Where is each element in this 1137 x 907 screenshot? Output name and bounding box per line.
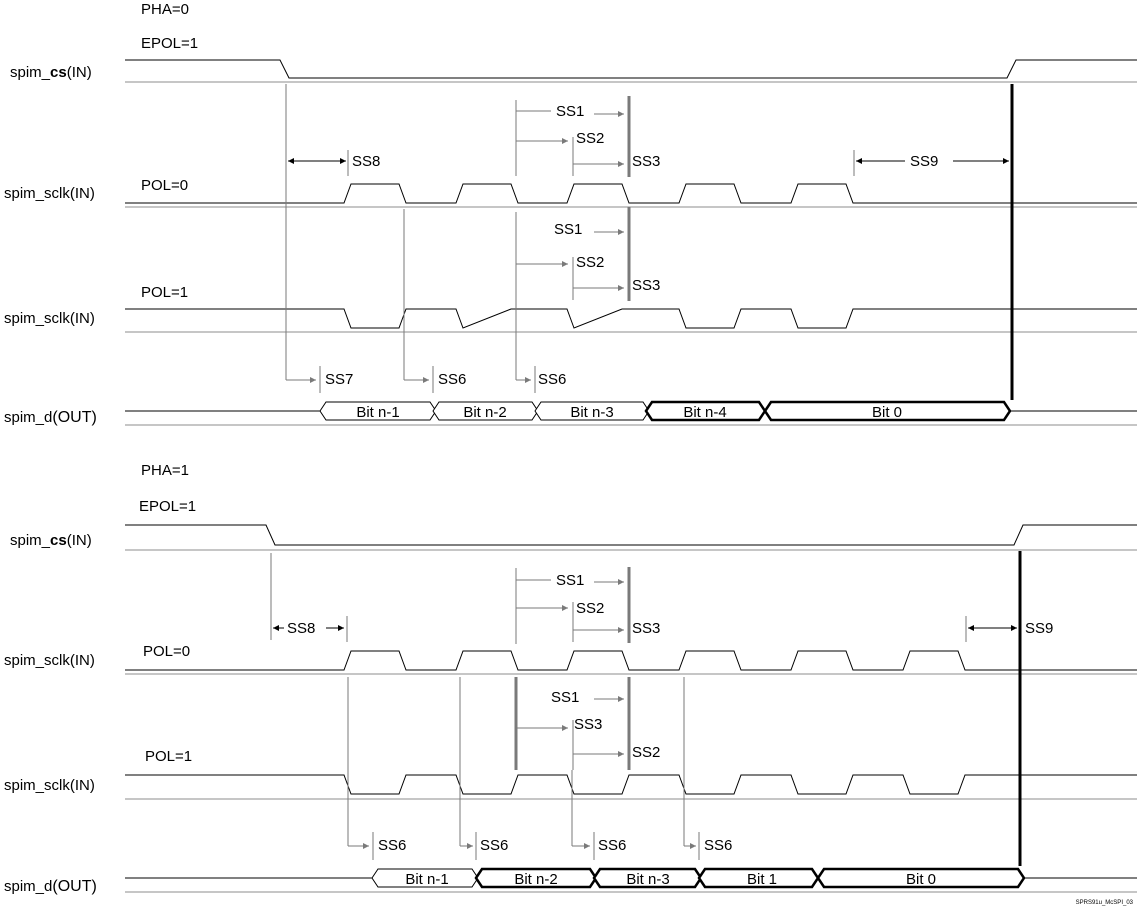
pha0-data-signal-name: spim_d(OUT) [4, 409, 97, 426]
pha1-bit-label: Bit 1 [747, 871, 777, 888]
pha0-bit-label: Bit n-4 [683, 404, 726, 421]
pha1-b-ss3-label: SS3 [574, 716, 602, 733]
pha0-b-ss3-label: SS3 [632, 277, 660, 294]
pha0-sclk-pol0-waveform [125, 183, 1137, 204]
figure-id: SPRS91u_McSPI_03 [1076, 900, 1134, 906]
pha1-ss6b-label: SS6 [480, 837, 508, 854]
pha1-epol-label: EPOL=1 [139, 498, 196, 515]
pha0-label: PHA=0 [141, 1, 189, 18]
pha0-pol1-label: POL=1 [141, 284, 188, 301]
pha1-cs-signal-name: spim_cs(IN) [10, 532, 92, 549]
pha1-pol1-label: POL=1 [145, 748, 192, 765]
pha0-ss9-label: SS9 [910, 153, 938, 170]
pha1-bit-cell [816, 867, 1026, 889]
pha1-label: PHA=1 [141, 462, 189, 479]
pha1-sclk-pol0-signal-name: spim_sclk(IN) [4, 652, 95, 669]
pha1-bit-label: Bit n-1 [405, 871, 448, 888]
pha0-section: PHA=0 EPOL=1 spim_cs(IN) spim_sclk(IN) P… [4, 1, 1137, 426]
pha1-data-signal-name: spim_d(OUT) [4, 878, 97, 895]
pha0-pol0-label: POL=0 [141, 177, 188, 194]
pha0-cs-waveform [125, 59, 1137, 79]
pha1-ss6a-label: SS6 [378, 837, 406, 854]
pha1-a-ss3-label: SS3 [632, 620, 660, 637]
pha0-ss6a-label: SS6 [438, 371, 466, 388]
pha1-a-ss1-label: SS1 [556, 572, 584, 589]
pha1-sclk-pol1-signal-name: spim_sclk(IN) [4, 777, 95, 794]
pha0-a-ss3-label: SS3 [632, 153, 660, 170]
pha0-ss7-label: SS7 [325, 371, 353, 388]
pha0-b-ss2-label: SS2 [576, 254, 604, 271]
pha0-cs-signal-name: spim_cs(IN) [10, 64, 92, 81]
pha1-sclk-pol0-waveform [125, 650, 1137, 671]
pha0-sclk-pol1-waveform [125, 308, 1137, 329]
pha1-b-ss1-label: SS1 [551, 689, 579, 706]
pha0-bit-label: Bit 0 [872, 404, 902, 421]
pha0-bit-label: Bit n-2 [463, 404, 506, 421]
pha0-ss8-label: SS8 [352, 153, 380, 170]
pha1-ss6d-label: SS6 [704, 837, 732, 854]
pha1-bit-label: Bit n-3 [626, 871, 669, 888]
pha1-bit-label: Bit n-2 [514, 871, 557, 888]
pha1-ss8-label: SS8 [287, 620, 315, 637]
pha1-cs-waveform [125, 524, 1137, 546]
pha0-ss6b-label: SS6 [538, 371, 566, 388]
pha0-b-ss1-label: SS1 [554, 221, 582, 238]
pha0-a-ss1-label: SS1 [556, 103, 584, 120]
pha1-sclk-pol1-waveform [125, 774, 1137, 795]
pha0-bit-cell [763, 400, 1012, 422]
pha1-pol0-label: POL=0 [143, 643, 190, 660]
pha0-sclk-pol1-signal-name: spim_sclk(IN) [4, 310, 95, 327]
pha1-a-ss2-label: SS2 [576, 600, 604, 617]
pha0-epol-label: EPOL=1 [141, 35, 198, 52]
pha1-ss9-label: SS9 [1025, 620, 1053, 637]
pha0-bit-label: Bit n-1 [356, 404, 399, 421]
pha1-bit-label: Bit 0 [906, 871, 936, 888]
pha1-b-ss2-label: SS2 [632, 744, 660, 761]
pha0-a-ss2-label: SS2 [576, 130, 604, 147]
pha1-section: PHA=1 EPOL=1 spim_cs(IN) POL=0 spim_sclk… [4, 462, 1137, 895]
pha0-bit-label: Bit n-3 [570, 404, 613, 421]
pha1-ss6c-label: SS6 [598, 837, 626, 854]
pha0-sclk-pol0-signal-name: spim_sclk(IN) [4, 185, 95, 202]
